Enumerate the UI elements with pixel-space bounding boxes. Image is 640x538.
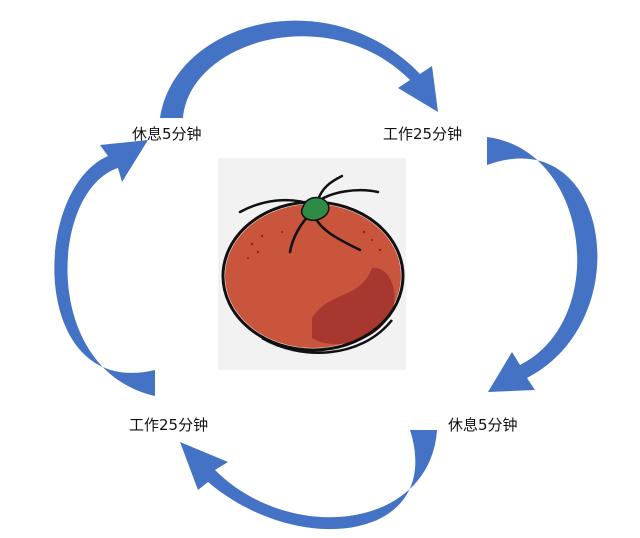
tomato-illustration [218, 158, 406, 370]
label-work-bottom-left: 工作25分钟 [129, 416, 209, 434]
tomato-shadow-line [261, 319, 393, 354]
arrow-left [54, 140, 155, 396]
arrow-right [487, 137, 598, 392]
tomato-speckles [247, 230, 382, 259]
label-rest-top-left: 休息5分钟 [132, 125, 202, 143]
tomato-shade [312, 267, 395, 345]
label-rest-bottom-right: 休息5分钟 [448, 416, 518, 434]
arrow-bottom [180, 430, 437, 530]
tomato-leaves [238, 174, 380, 254]
label-work-top-right: 工作25分钟 [383, 125, 463, 143]
arrow-top [160, 20, 438, 118]
tomato-stem [300, 196, 330, 222]
